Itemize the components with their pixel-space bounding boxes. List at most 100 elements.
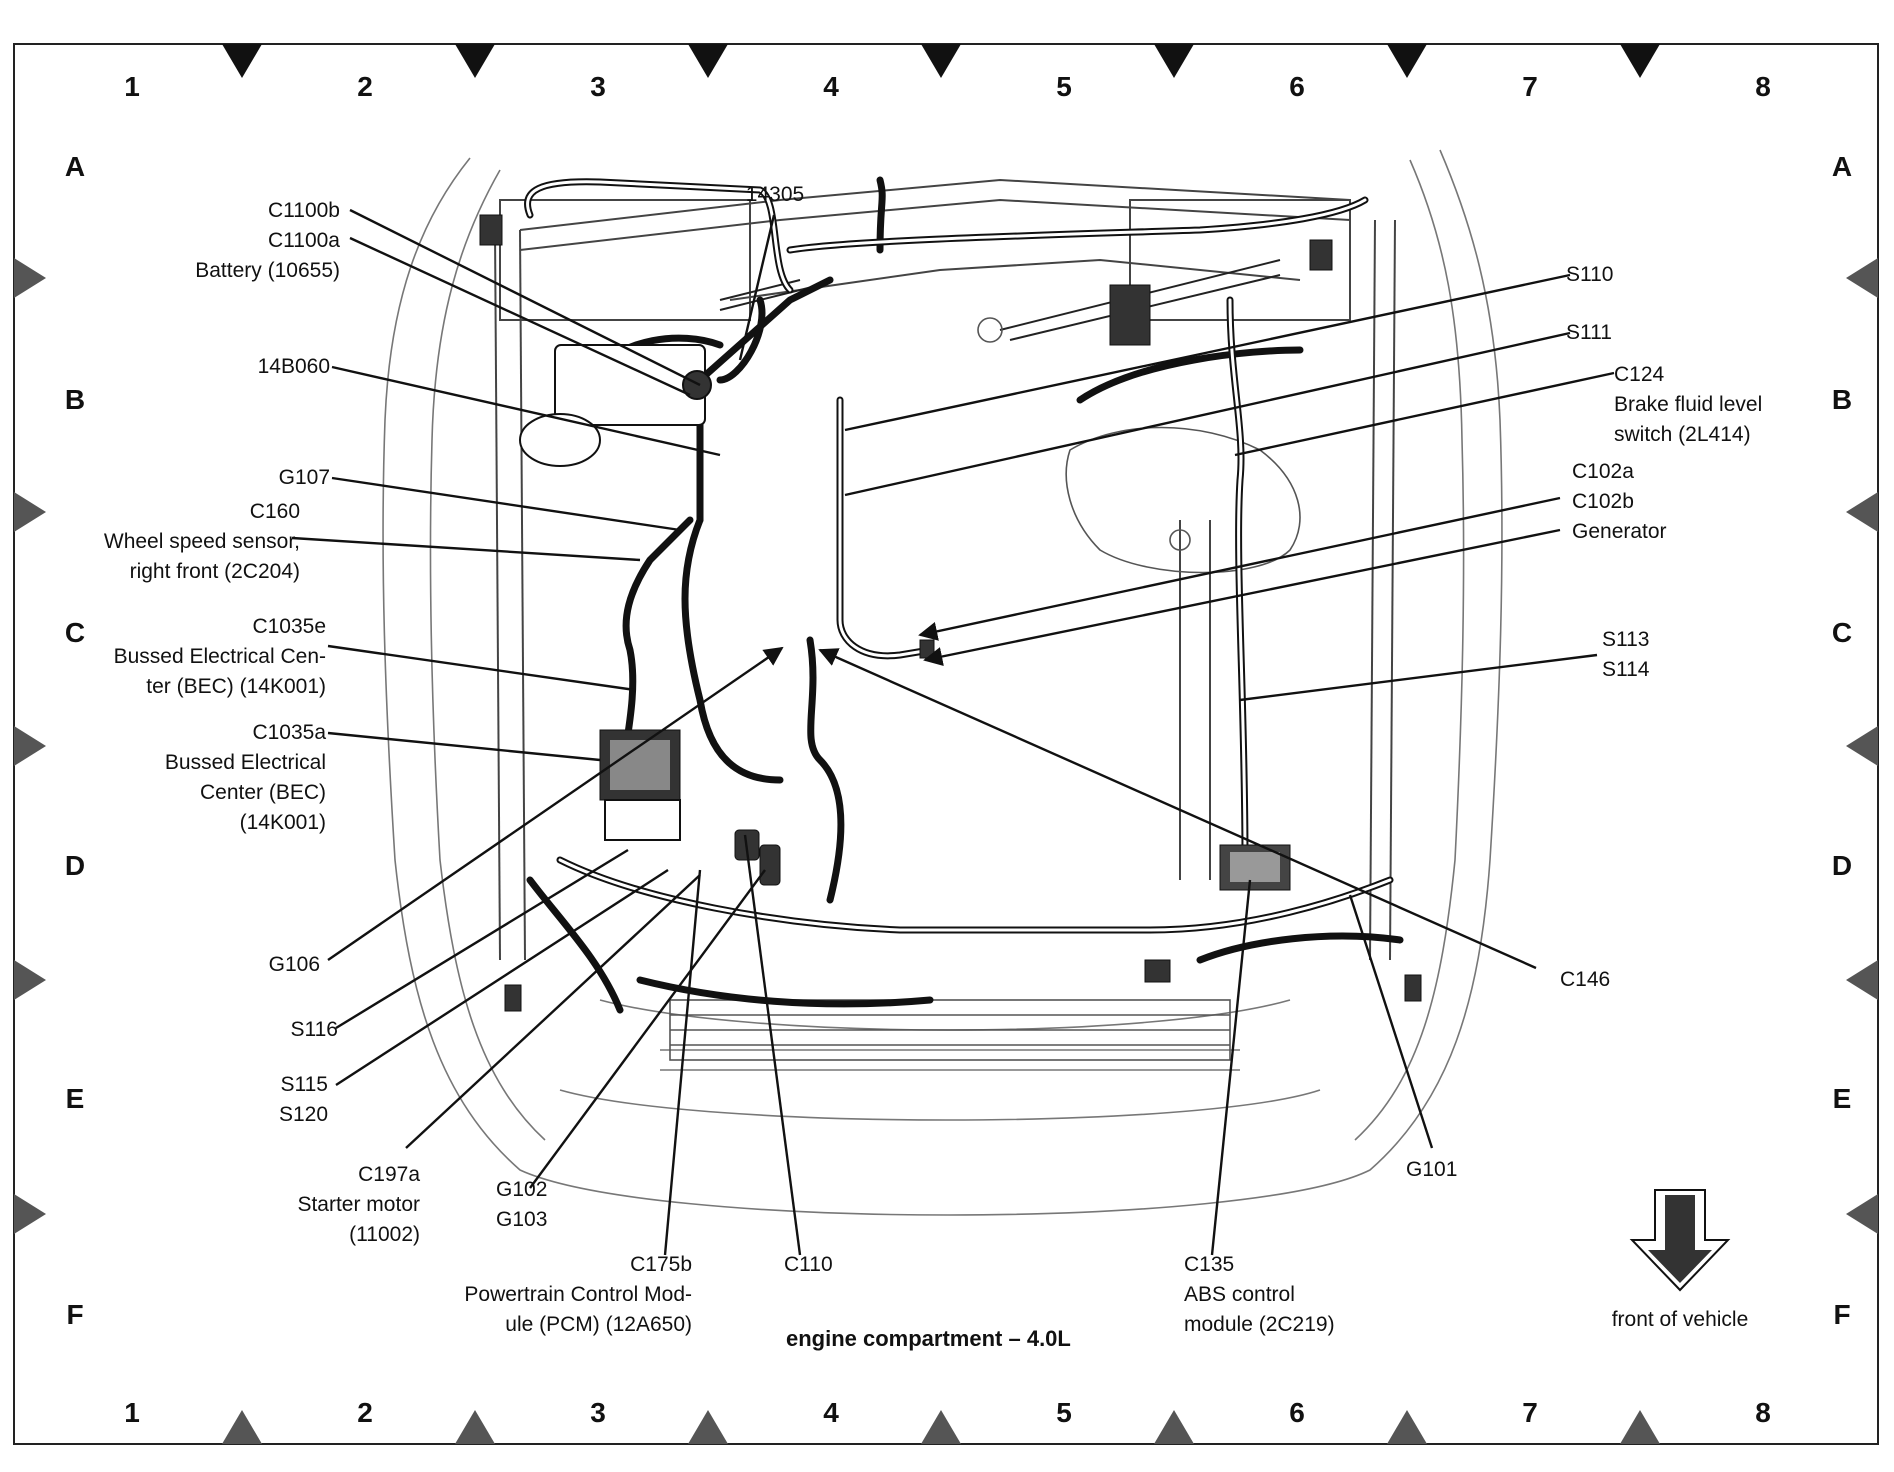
label-c1100b-text: C1100b — [267, 199, 340, 222]
label-generator-text: Generator — [1572, 520, 1667, 543]
label-g101: G101 — [1406, 1155, 1457, 1185]
grid-col-1-bottom: 1 — [124, 1397, 140, 1428]
label-center-bec-text: Center (BEC) — [199, 781, 326, 804]
label-abs-control-text: ABS control — [1184, 1283, 1295, 1306]
label-g103-text: G103 — [496, 1208, 548, 1231]
leader-g101 — [1348, 894, 1434, 1149]
label-starter-motor-text: Starter motor — [297, 1193, 420, 1216]
grid-row-f-left: F — [66, 1299, 84, 1330]
label-battery-text: Battery (10655) — [195, 259, 340, 282]
label-c135: C135 ABS control module (2C219) — [1184, 1250, 1335, 1340]
grid-col-7-bottom: 7 — [1522, 1397, 1538, 1428]
grid-col-8-bottom: 8 — [1755, 1397, 1771, 1428]
label-c1035e-text: C1035e — [252, 615, 326, 638]
label-brake-switch-text: switch (2L414) — [1614, 423, 1751, 446]
grid-col-1-top: 1 — [124, 71, 140, 102]
connector-shapes — [479, 214, 1422, 1012]
label-c146-text: C146 — [1560, 968, 1611, 991]
label-s115: S115 S120 — [279, 1070, 328, 1130]
leader-c110 — [743, 834, 802, 1256]
leader-c160 — [291, 536, 641, 562]
grid-row-b-left: B — [64, 384, 86, 415]
label-g106: G106 — [269, 950, 320, 980]
front-of-vehicle-arrow — [1629, 1189, 1731, 1292]
label-g102-text: G102 — [496, 1178, 548, 1201]
label-bec-ter-text: ter (BEC) (14K001) — [146, 675, 326, 698]
label-14b060: 14B060 — [258, 352, 330, 382]
grid-col-6-top: 6 — [1289, 71, 1305, 102]
harness-highlight — [526, 180, 1392, 932]
battery-shape — [519, 344, 712, 467]
grid-row-f-right: F — [1833, 1299, 1851, 1330]
leader-g102 — [529, 869, 766, 1189]
left-grid-markers — [14, 258, 46, 1234]
strut-tower — [977, 317, 1301, 574]
label-s113-text: S113 — [1602, 628, 1650, 651]
leader-c1100a — [349, 236, 691, 397]
label-c102b-text: C102b — [1572, 490, 1634, 513]
label-11002-text: (11002) — [349, 1223, 420, 1246]
label-c110-text: C110 — [784, 1253, 833, 1276]
label-bec-text: Bussed Electrical — [164, 751, 326, 774]
label-g101-text: G101 — [1406, 1158, 1458, 1181]
grid-col-7-top: 7 — [1522, 71, 1538, 102]
leader-c146 — [818, 648, 1537, 970]
leader-s116 — [335, 848, 629, 1030]
label-s120-text: S120 — [278, 1103, 328, 1126]
leader-c1035a — [327, 731, 601, 762]
label-14b060-text: 14B060 — [257, 355, 330, 378]
grid-col-6-bottom: 6 — [1289, 1397, 1305, 1428]
label-s111: S111 — [1566, 318, 1612, 348]
leader-c197a — [405, 874, 701, 1149]
label-c124: C124 Brake fluid level switch (2L414) — [1614, 360, 1762, 450]
grid-col-2-bottom: 2 — [357, 1397, 373, 1428]
grid-col-2-top: 2 — [357, 71, 373, 102]
leader-s115 — [335, 868, 669, 1087]
grid-row-d-right: D — [1831, 850, 1853, 881]
grid-col-5-top: 5 — [1056, 71, 1072, 102]
label-s110-text: S110 — [1566, 263, 1614, 286]
label-c175b: C175b Powertrain Control Mod- ule (PCM) … — [464, 1250, 692, 1340]
leader-lines — [291, 208, 1615, 1256]
label-right-front-text: right front (2C204) — [129, 560, 300, 583]
cowl-structure — [499, 178, 1351, 321]
leader-14305 — [738, 214, 776, 361]
label-s111-text: S111 — [1566, 321, 1612, 344]
label-c1035e: C1035e Bussed Electrical Cen- ter (BEC) … — [114, 612, 326, 702]
label-c1035a-text: C1035a — [252, 721, 326, 744]
label-g106-text: G106 — [268, 953, 320, 976]
label-c146: C146 — [1560, 965, 1610, 995]
grille — [669, 999, 1231, 1061]
grid-row-e-right: E — [1832, 1083, 1852, 1114]
grid-row-d-left: D — [64, 850, 86, 881]
leader-g107 — [331, 476, 681, 532]
grid-row-a-right: A — [1831, 151, 1853, 182]
label-c197a-text: C197a — [358, 1163, 420, 1186]
leader-c1035e — [327, 644, 636, 692]
label-14k001-text: (14K001) — [239, 811, 326, 834]
cowl-vents — [719, 259, 1281, 341]
label-c124-text: C124 — [1614, 363, 1665, 386]
label-s110: S110 — [1566, 260, 1614, 290]
leader-c135 — [1210, 879, 1252, 1256]
label-c1100: C1100b C1100a Battery (10655) — [195, 196, 340, 286]
label-c102: C102a C102b Generator — [1572, 457, 1667, 547]
grid-row-c-right: C — [1831, 617, 1853, 648]
grid-col-8-top: 8 — [1755, 71, 1771, 102]
grid-row-a-left: A — [64, 151, 86, 182]
leader-c1100b — [349, 208, 701, 387]
label-c102a-text: C102a — [1572, 460, 1634, 483]
diagram-title: engine compartment – 4.0L — [786, 1326, 1071, 1351]
top-grid-markers — [222, 44, 1660, 78]
leader-s111 — [844, 331, 1571, 497]
leader-g106 — [327, 646, 784, 961]
label-abs-module-text: module (2C219) — [1184, 1313, 1335, 1336]
leader-c124 — [1234, 371, 1615, 457]
label-14305-text: 14305 — [745, 183, 805, 206]
grid-row-c-left: C — [64, 617, 86, 648]
leader-c175b — [663, 869, 702, 1256]
front-of-vehicle-label: front of vehicle — [1611, 1308, 1749, 1331]
label-g102: G102 G103 — [496, 1175, 547, 1235]
